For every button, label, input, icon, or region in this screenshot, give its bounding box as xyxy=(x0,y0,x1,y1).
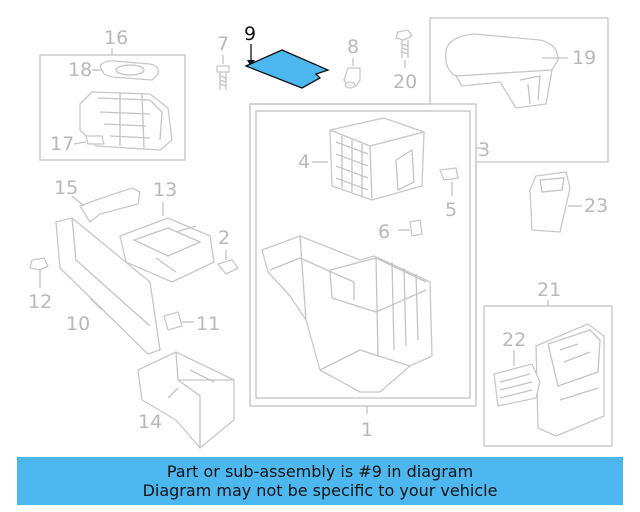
label-5: 5 xyxy=(445,199,457,221)
label-20: 20 xyxy=(393,71,417,93)
highlighted-part xyxy=(244,49,330,89)
label-18: 18 xyxy=(68,59,92,81)
banner-line-1: Part or sub-assembly is #9 in diagram xyxy=(166,462,474,481)
label-6: 6 xyxy=(378,221,390,243)
label-15: 15 xyxy=(54,177,78,199)
label-10: 10 xyxy=(66,313,90,335)
label-12: 12 xyxy=(28,291,52,313)
part-15-bracket xyxy=(71,187,141,223)
label-9-highlighted: 9 xyxy=(244,23,256,45)
part-21-rear-panel xyxy=(535,323,605,437)
banner-line-2: Diagram may not be specific to your vehi… xyxy=(142,481,498,500)
label-3: 3 xyxy=(478,139,490,161)
label-13: 13 xyxy=(153,179,177,201)
part-23-vent xyxy=(529,171,582,233)
cup-holder-assembly xyxy=(79,60,173,151)
part-20-bolt xyxy=(395,29,413,68)
label-19: 19 xyxy=(572,47,596,69)
part-10-side-panel xyxy=(55,217,161,355)
part-14-lower-panel xyxy=(137,351,235,449)
label-7: 7 xyxy=(217,33,229,55)
part-6-clip xyxy=(398,219,423,237)
group-box-1 xyxy=(249,103,477,414)
part-22-vent xyxy=(493,350,541,407)
part-11-clip xyxy=(163,311,194,331)
part-19-armrest-lid xyxy=(445,33,568,109)
info-banner: Part or sub-assembly is #9 in diagram Di… xyxy=(17,457,623,505)
part-9-pad xyxy=(244,44,330,89)
part-2-screw xyxy=(217,250,239,275)
label-14: 14 xyxy=(138,411,162,433)
label-11: 11 xyxy=(196,313,220,335)
label-21: 21 xyxy=(537,279,561,301)
part-4-bin xyxy=(329,117,425,201)
label-16: 16 xyxy=(104,27,128,49)
label-4: 4 xyxy=(298,151,310,173)
part-5-clip xyxy=(439,167,459,196)
label-17: 17 xyxy=(50,133,74,155)
part-12-screw xyxy=(29,257,49,288)
console-body xyxy=(261,235,433,393)
label-22: 22 xyxy=(502,329,526,351)
group-box-21 xyxy=(483,300,613,447)
label-1: 1 xyxy=(361,419,373,441)
label-23: 23 xyxy=(584,195,608,217)
group-box-16 xyxy=(39,48,186,161)
label-8: 8 xyxy=(347,36,359,58)
label-2: 2 xyxy=(218,227,230,249)
part-8-clip xyxy=(343,58,361,89)
part-7-screw xyxy=(216,55,230,90)
